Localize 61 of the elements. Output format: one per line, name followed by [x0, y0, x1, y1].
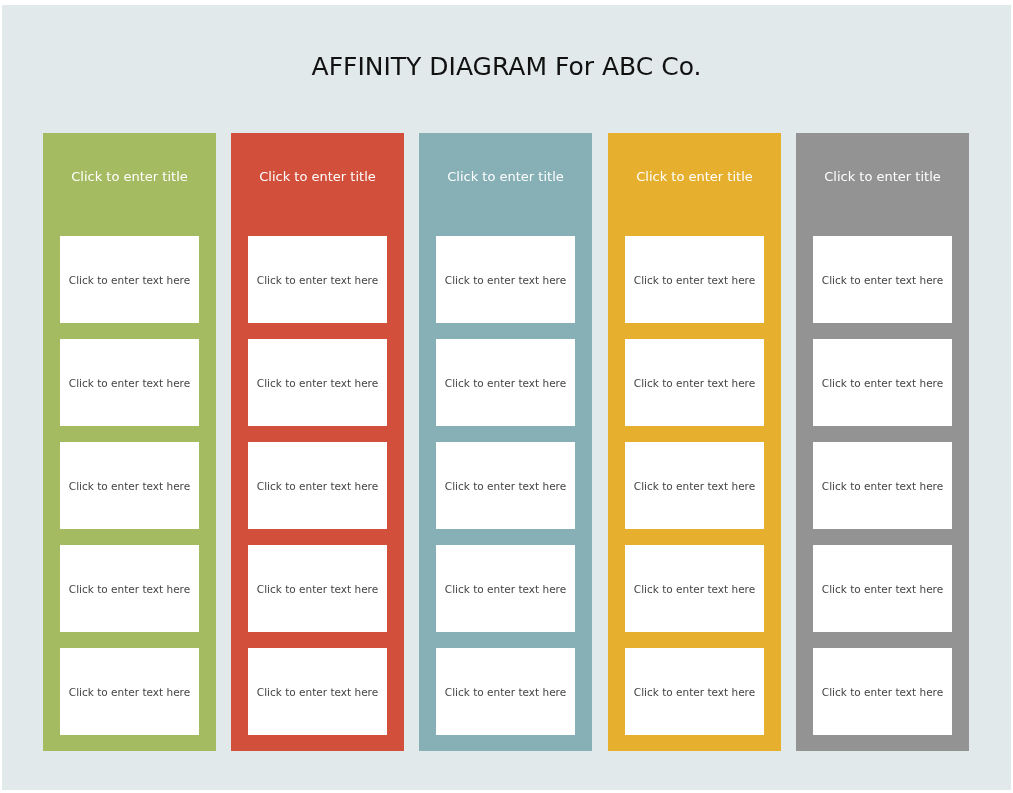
note-card	[813, 648, 952, 735]
card-text: Click to enter text here	[821, 376, 944, 389]
note-card	[248, 648, 387, 735]
note-card	[625, 545, 764, 632]
card-text: Click to enter text here	[68, 273, 191, 286]
card-text: Click to enter text here	[256, 479, 379, 492]
card-text: Click to enter text here	[633, 376, 756, 389]
card-text: Click to enter text here	[256, 685, 379, 698]
note-card	[60, 236, 199, 323]
card-text: Click to enter text here	[256, 273, 379, 286]
card-text: Click to enter text here	[256, 582, 379, 595]
card-text: Click to enter text here	[633, 685, 756, 698]
card-text: Click to enter text here	[68, 582, 191, 595]
note-card	[813, 339, 952, 426]
column-title: Click to enter title	[635, 169, 754, 184]
card-text: Click to enter text here	[633, 273, 756, 286]
card-text: Click to enter text here	[68, 685, 191, 698]
note-card	[813, 545, 952, 632]
card-text: Click to enter text here	[633, 479, 756, 492]
card-text: Click to enter text here	[444, 479, 567, 492]
note-card	[625, 236, 764, 323]
note-card	[436, 339, 575, 426]
note-card	[625, 339, 764, 426]
diagram-title: AFFINITY DIAGRAM For ABC Co.	[310, 52, 703, 81]
note-card	[625, 442, 764, 529]
card-text: Click to enter text here	[633, 582, 756, 595]
card-text: Click to enter text here	[444, 273, 567, 286]
category-column	[43, 133, 216, 751]
note-card	[625, 648, 764, 735]
card-text: Click to enter text here	[821, 582, 944, 595]
note-card	[813, 236, 952, 323]
note-card	[248, 236, 387, 323]
note-card	[60, 442, 199, 529]
note-card	[60, 339, 199, 426]
card-text: Click to enter text here	[444, 582, 567, 595]
column-title: Click to enter title	[70, 169, 189, 184]
card-text: Click to enter text here	[821, 479, 944, 492]
note-card	[813, 442, 952, 529]
card-text: Click to enter text here	[444, 685, 567, 698]
category-column	[419, 133, 592, 751]
note-card	[436, 442, 575, 529]
category-column	[608, 133, 781, 751]
card-text: Click to enter text here	[68, 376, 191, 389]
note-card	[436, 236, 575, 323]
card-text: Click to enter text here	[821, 685, 944, 698]
column-title: Click to enter title	[823, 169, 942, 184]
category-column	[796, 133, 969, 751]
note-card	[60, 648, 199, 735]
column-title: Click to enter title	[446, 169, 565, 184]
note-card	[60, 545, 199, 632]
note-card	[248, 442, 387, 529]
category-column	[231, 133, 404, 751]
card-text: Click to enter text here	[444, 376, 567, 389]
note-card	[436, 545, 575, 632]
note-card	[248, 339, 387, 426]
card-text: Click to enter text here	[821, 273, 944, 286]
note-card	[248, 545, 387, 632]
card-text: Click to enter text here	[256, 376, 379, 389]
column-title: Click to enter title	[258, 169, 377, 184]
card-text: Click to enter text here	[68, 479, 191, 492]
note-card	[436, 648, 575, 735]
